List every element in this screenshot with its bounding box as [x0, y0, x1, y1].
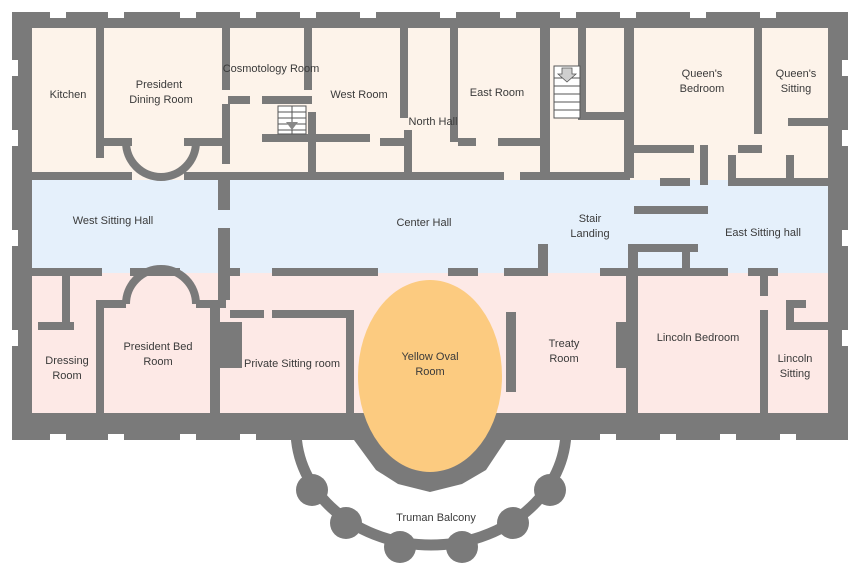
stair-landing-label-line1: Stair	[579, 213, 602, 225]
cosmotology-room-label: Cosmotology Room	[223, 63, 320, 75]
treaty-room-label-line2: Room	[549, 353, 578, 365]
east-stair-icon	[553, 65, 581, 119]
president-dining-label-line2: Dining Room	[129, 94, 193, 106]
queens-sitting-label-line1: Queen's	[776, 68, 817, 80]
kitchen-label: Kitchen	[50, 89, 87, 101]
east-sitting-hall-label: East Sitting hall	[725, 227, 801, 239]
president-dining-label-line1: President	[136, 79, 182, 91]
president-bed-room-label-line1: President Bed	[123, 341, 192, 353]
east-room-label: East Room	[470, 87, 524, 99]
stair-landing-label-line2: Landing	[570, 228, 609, 240]
yellow-oval-room-label-line1: Yellow Oval	[401, 351, 458, 363]
west-sitting-hall-label: West Sitting Hall	[73, 215, 154, 227]
north-hall-label: North Hall	[409, 116, 458, 128]
lincoln-bedroom-label: Lincoln Bedroom	[657, 332, 740, 344]
lincoln-sitting-label-line2: Sitting	[780, 368, 811, 380]
outer-wall-notches	[12, 12, 848, 440]
room-labels: Kitchen President Dining Room Cosmotolog…	[45, 63, 817, 524]
president-bed-room-label-line2: Room	[143, 356, 172, 368]
truman-balcony	[290, 429, 572, 563]
west-stair-icon	[277, 105, 307, 135]
interior-walls	[32, 28, 828, 413]
yellow-oval-room-floor	[358, 280, 502, 472]
center-hall-label: Center Hall	[396, 217, 451, 229]
dressing-room-label-line2: Room	[52, 370, 81, 382]
truman-balcony-label: Truman Balcony	[396, 512, 476, 524]
bedroom-apse	[122, 265, 200, 305]
treaty-room-label-line1: Treaty	[549, 338, 580, 350]
yellow-oval-room-label-line2: Room	[415, 366, 444, 378]
dressing-room-label-line1: Dressing	[45, 355, 88, 367]
queens-bedroom-label-line1: Queen's	[682, 68, 723, 80]
west-room-label: West Room	[330, 89, 387, 101]
north-wing-floor	[32, 28, 828, 180]
hall-floor	[32, 180, 828, 273]
dining-room-apse	[122, 141, 200, 181]
lincoln-sitting-label-line1: Lincoln	[778, 353, 813, 365]
queens-sitting-label-line2: Sitting	[781, 83, 812, 95]
queens-bedroom-label-line2: Bedroom	[680, 83, 725, 95]
private-sitting-room-label: Private Sitting room	[244, 358, 340, 370]
